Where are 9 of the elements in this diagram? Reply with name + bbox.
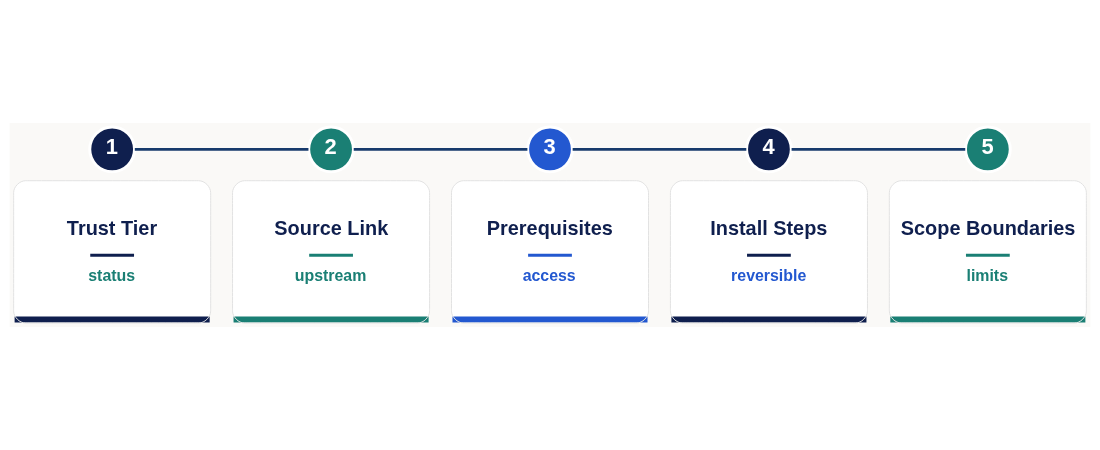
node-circle: 3 bbox=[526, 125, 574, 174]
node-circle: 4 bbox=[745, 125, 793, 174]
connector bbox=[353, 147, 528, 151]
connector bbox=[572, 147, 747, 151]
node-circle: 5 bbox=[963, 125, 1012, 174]
connector bbox=[791, 147, 966, 151]
connector bbox=[134, 147, 309, 151]
node-circle: 1 bbox=[88, 125, 137, 174]
node-circle: 2 bbox=[307, 125, 355, 174]
